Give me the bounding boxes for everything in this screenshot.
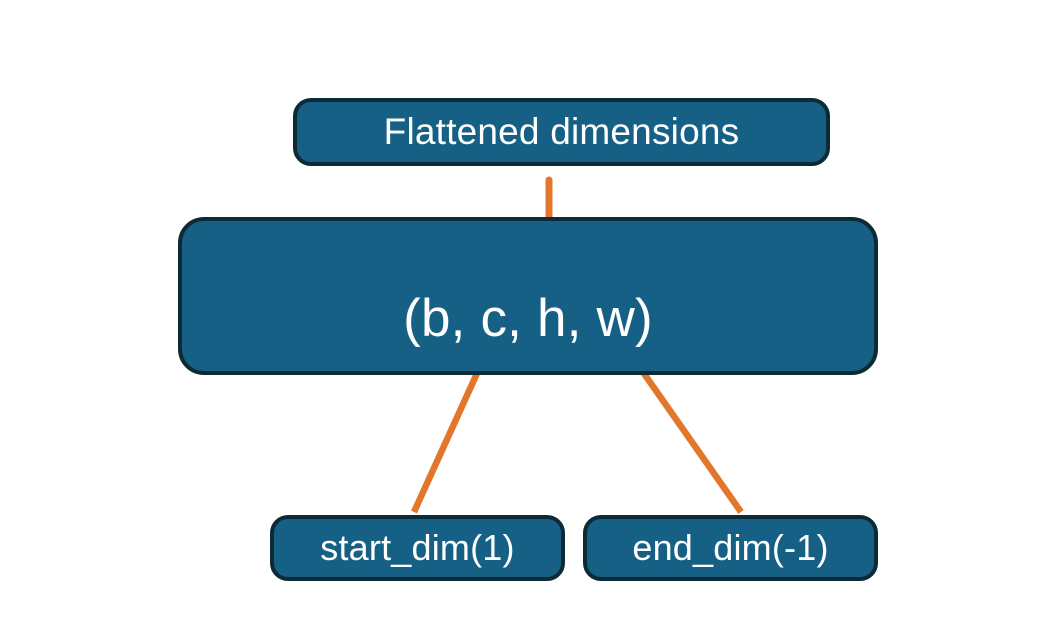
node-start-dim[interactable]: start_dim(1)	[270, 515, 565, 581]
node-end-dim[interactable]: end_dim(-1)	[583, 515, 878, 581]
node-start-dim-label: start_dim(1)	[320, 527, 515, 568]
node-tensor-shape[interactable]: (b, c, h, w)	[178, 217, 878, 375]
node-flattened-dimensions[interactable]: Flattened dimensions	[293, 98, 830, 166]
node-end-dim-label: end_dim(-1)	[632, 527, 829, 568]
node-tensor-shape-label: (b, c, h, w)	[403, 289, 653, 348]
node-flattened-dimensions-label: Flattened dimensions	[383, 111, 740, 152]
